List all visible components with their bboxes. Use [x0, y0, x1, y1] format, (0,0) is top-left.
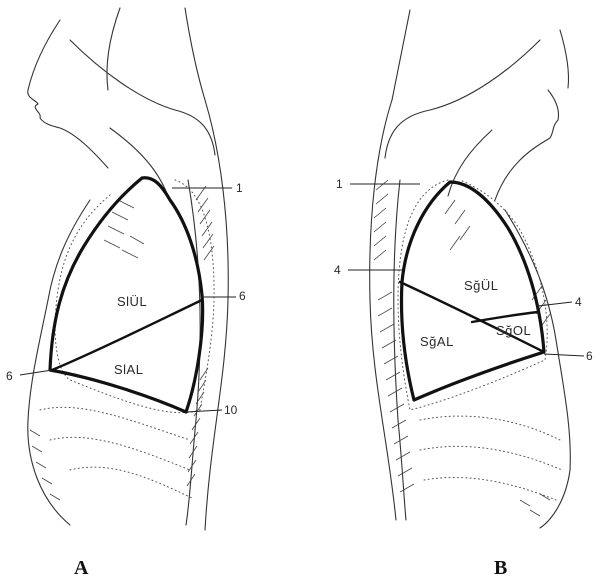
lobe-label-upper-b: SğÜL — [464, 278, 499, 293]
marker-6-left-a: 6 — [6, 369, 13, 383]
arm-lower-a — [185, 8, 205, 100]
head-outline-b — [495, 90, 559, 200]
horizontal-fissure-b[interactable] — [472, 312, 538, 322]
arm-upper-a — [70, 40, 215, 155]
lobe-label-middle-b: SğOL — [496, 323, 531, 338]
arm-lower-b — [392, 10, 410, 100]
figure-a: SlÜL SlAL 1 6 6 10 A — [6, 8, 246, 579]
rib-dots-a3 — [70, 467, 192, 498]
marker-4-left-b: 4 — [334, 263, 341, 277]
torso-back-b — [370, 100, 396, 520]
leader-10-a — [186, 410, 222, 412]
hatching-b — [374, 180, 550, 516]
arm-upper-b — [385, 40, 540, 158]
lobe-label-upper-a: SlÜL — [117, 294, 147, 309]
marker-1-b: 1 — [336, 177, 343, 191]
back-head-b — [560, 30, 569, 88]
rib-dots-b2 — [420, 446, 562, 470]
figure-b: SğÜL SğOL SğAL 1 4 4 6 B — [334, 10, 593, 579]
rib-dots-a2 — [50, 437, 190, 470]
rib-dots-b1 — [420, 416, 560, 440]
torso-front-b — [505, 210, 570, 528]
rib-dots-a1 — [40, 407, 190, 440]
marker-4-right-b: 4 — [575, 295, 582, 309]
lobe-label-lower-b: SğAL — [420, 334, 454, 349]
torso-back-a — [205, 100, 228, 530]
marker-10-a: 10 — [224, 403, 238, 417]
lobe-label-lower-a: SlAL — [114, 362, 143, 377]
head-outline-a — [28, 20, 108, 168]
leader-6-left-a — [20, 370, 52, 375]
rib-dots-b3 — [424, 477, 556, 500]
caption-b: B — [494, 557, 507, 579]
marker-1-a: 1 — [236, 181, 243, 195]
caption-a: A — [74, 557, 89, 579]
leader-6-b — [544, 354, 584, 356]
marker-6-right-a: 6 — [239, 289, 246, 303]
marker-6-b: 6 — [586, 349, 593, 363]
oblique-fissure-a[interactable] — [52, 300, 202, 370]
